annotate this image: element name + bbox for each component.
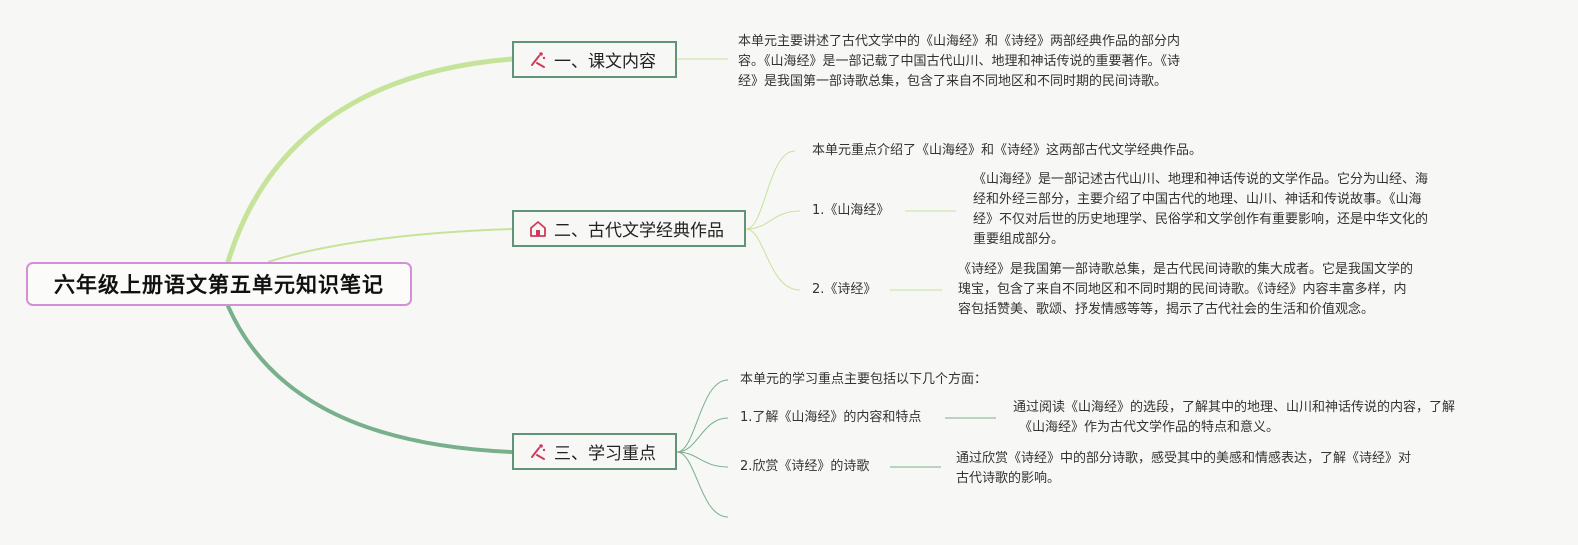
text-line: 瑰宝，包含了来自不同地区和不同时期的民间诗歌。《诗经》内容丰富多样，内 — [958, 282, 1407, 297]
text-line: 经》不仅对后世的历史地理学、民俗学和文学创作有重要影响，还是中华文化的 — [973, 212, 1429, 227]
branch-label-1: 一、课文内容 — [554, 52, 656, 72]
branch-topic-2[interactable]: 二、古代文学经典作品 — [512, 210, 746, 247]
text-line: 重要组成部分。 — [973, 232, 1065, 247]
branch1-description: 本单元主要讲述了古代文学中的《山海经》和《诗经》两部经典作品的部分内 容。《山海… — [738, 32, 1180, 92]
branch-topic-1[interactable]: 一、课文内容 — [512, 41, 677, 78]
home-icon — [530, 220, 546, 237]
branch2-intro[interactable]: 本单元重点介绍了《山海经》和《诗经》这两部古代文学经典作品。 — [812, 143, 1203, 158]
connector-branch2-item1 — [745, 210, 801, 230]
branch2-item1-description: 《山海经》是一部记述古代山川、地理和神话传说的文学作品。它分为山经、海 经和外经… — [973, 170, 1428, 250]
connector-branch2-intro — [745, 150, 796, 230]
connector-root-branch2 — [267, 228, 513, 263]
root-title: 六年级上册语文第五单元知识笔记 — [54, 273, 384, 297]
branch2-item-2[interactable]: 2.《诗经》 — [812, 282, 877, 297]
text-line: 《诗经》是我国第一部诗歌总集，是古代民间诗歌的集大成者。它是我国文学的 — [958, 262, 1414, 277]
branch3-item1-description: 通过阅读《山海经》的选段，了解其中的地理、山川和神话传说的内容，了解 《山海经》… — [1013, 398, 1455, 438]
text-line: 经和外经三部分，主要介绍了中国古代的地理、山川、神话和传说故事。《山海 — [973, 192, 1422, 207]
branch2-item-1[interactable]: 1.《山海经》 — [812, 203, 890, 218]
text-line: 经》是我国第一部诗歌总集，包含了来自不同地区和不同时期的民间诗歌。 — [738, 74, 1168, 89]
branch-label-3: 三、学习重点 — [554, 444, 656, 464]
connector-branch3-tail — [676, 451, 729, 518]
connector-branch3-item2 — [676, 451, 729, 468]
branch3-item2-description: 通过欣赏《诗经》中的部分诗歌，感受其中的美感和情感表达，了解《诗经》对 古代诗歌… — [956, 449, 1411, 489]
text-line: 容包括赞美、歌颂、抒发情感等等，揭示了古代社会的生活和价值观念。 — [958, 302, 1375, 317]
text-line: 《山海经》作为古代文学作品的特点和意义。 — [1019, 420, 1280, 435]
branch3-item-2[interactable]: 2.欣赏《诗经》的诗歌 — [740, 459, 870, 474]
root-topic[interactable]: 六年级上册语文第五单元知识笔记 — [26, 262, 412, 306]
branch3-item-1[interactable]: 1.了解《山海经》的内容和特点 — [740, 410, 922, 425]
connector-branch3-intro — [676, 379, 729, 453]
text-line: 容。《山海经》是一部记载了中国古代山川、地理和神话传说的重要著作。《诗 — [738, 54, 1181, 69]
tools-icon — [531, 51, 546, 68]
tools-icon — [531, 443, 546, 460]
connector-branch3-item1 — [676, 417, 729, 453]
text-line: 本单元主要讲述了古代文学中的《山海经》和《诗经》两部经典作品的部分内 — [738, 34, 1181, 49]
connector-root-branch1 — [225, 56, 515, 265]
text-line: 《山海经》是一部记述古代山川、地理和神话传说的文学作品。它分为山经、海 — [973, 172, 1429, 187]
text-line: 通过欣赏《诗经》中的部分诗歌，感受其中的美感和情感表达，了解《诗经》对 — [956, 451, 1412, 466]
text-line: 古代诗歌的影响。 — [956, 471, 1061, 486]
connector-root-branch3 — [226, 304, 514, 454]
connector-branch2-item2 — [745, 228, 801, 291]
branch-topic-3[interactable]: 三、学习重点 — [512, 433, 677, 470]
branch2-item2-description: 《诗经》是我国第一部诗歌总集，是古代民间诗歌的集大成者。它是我国文学的 瑰宝，包… — [958, 260, 1413, 320]
branch-label-2: 二、古代文学经典作品 — [554, 221, 724, 241]
text-line: 通过阅读《山海经》的选段，了解其中的地理、山川和神话传说的内容，了解 — [1013, 400, 1456, 415]
branch3-intro[interactable]: 本单元的学习重点主要包括以下几个方面： — [740, 372, 988, 387]
